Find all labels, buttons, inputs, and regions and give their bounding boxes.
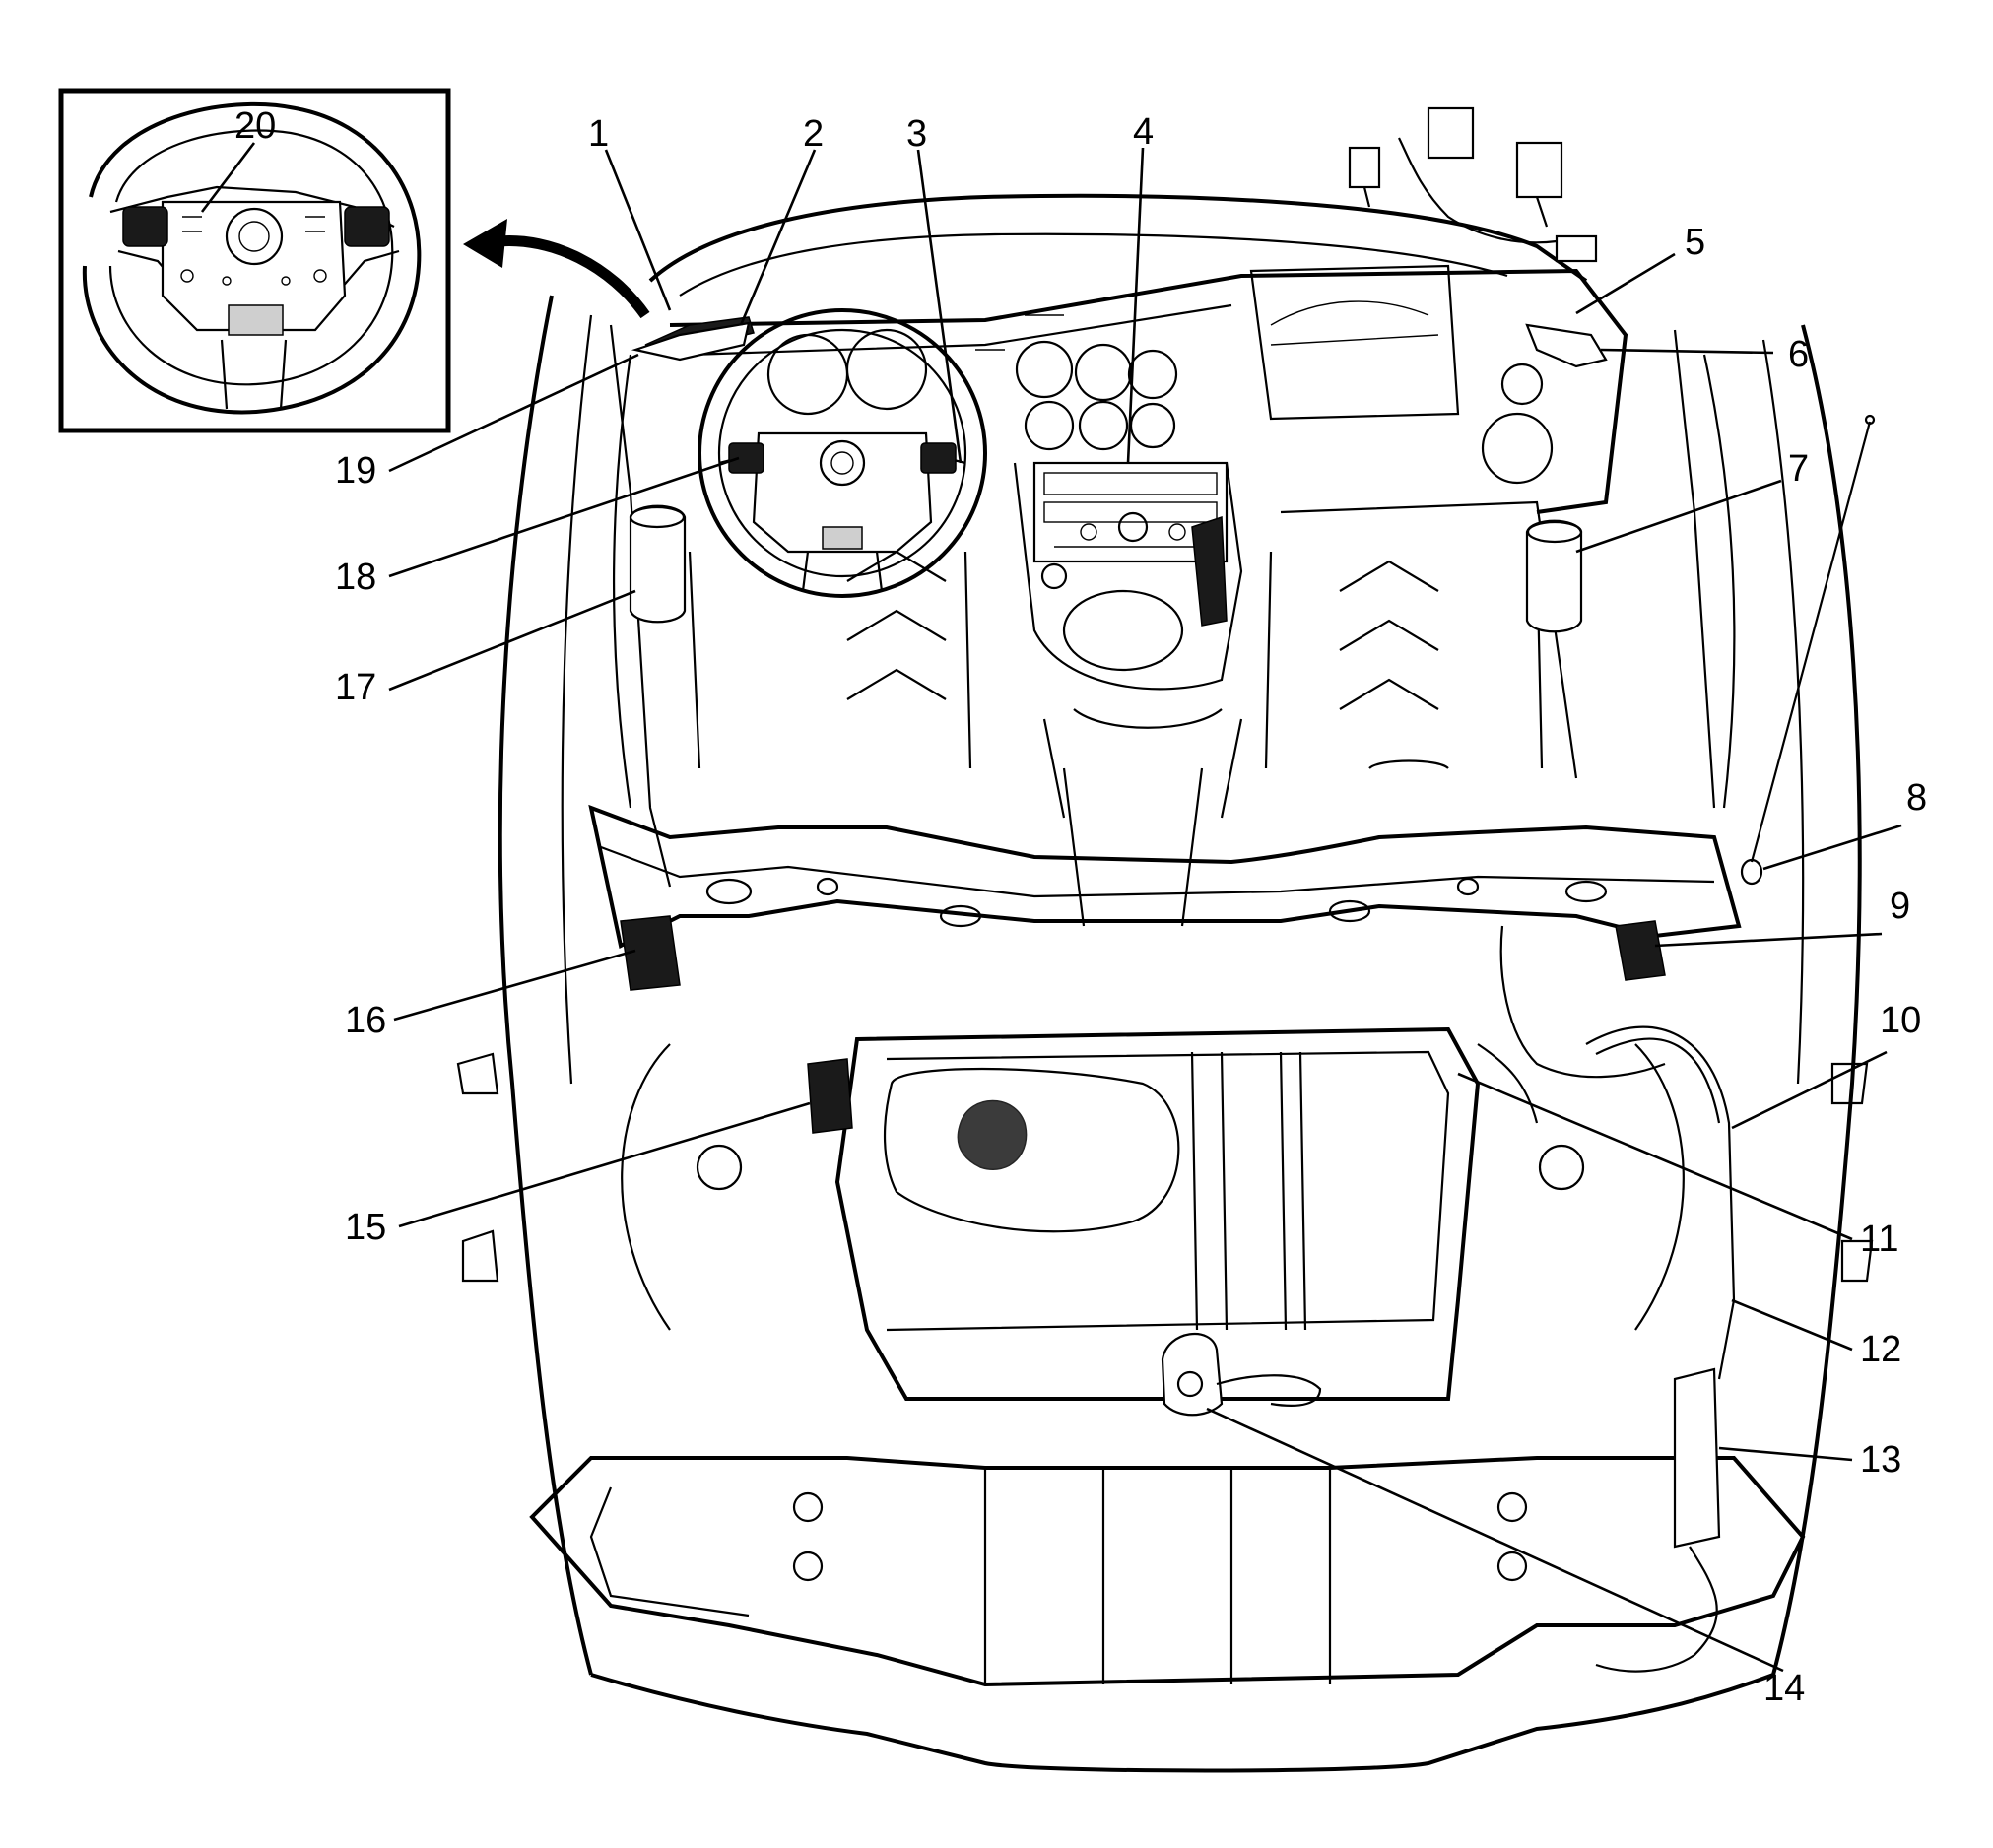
callout-4: 4 [1133, 111, 1154, 153]
callout-9: 9 [1890, 886, 1910, 927]
callout-1: 1 [588, 113, 609, 155]
callout-2: 2 [803, 113, 824, 155]
components [620, 106, 1876, 1673]
pointer-arrow [463, 219, 650, 319]
callout-10: 10 [1880, 1000, 1921, 1041]
vehicle-body-outline [498, 193, 1862, 1773]
instrument-panel [669, 264, 1628, 819]
callout-8: 8 [1906, 777, 1927, 819]
callout-3: 3 [906, 113, 927, 155]
callout-18: 18 [335, 557, 376, 598]
callout-20: 20 [234, 105, 276, 147]
floor-pan [688, 500, 1578, 927]
callout-labels: 1 2 3 4 5 6 7 8 9 10 11 12 13 14 15 16 1… [234, 105, 1927, 1709]
callout-7: 7 [1788, 448, 1809, 490]
cross-member [588, 804, 1742, 949]
callout-19: 19 [335, 450, 376, 492]
callout-14: 14 [1763, 1668, 1805, 1709]
callout-11: 11 [1860, 1219, 1898, 1260]
callout-17: 17 [335, 667, 376, 708]
callout-16: 16 [345, 1000, 386, 1041]
callout-12: 12 [1860, 1329, 1901, 1370]
callout-6: 6 [1788, 334, 1809, 375]
rear-cargo-area [456, 1026, 1874, 1687]
leader-lines [388, 147, 1902, 1673]
callout-13: 13 [1860, 1439, 1901, 1481]
callout-15: 15 [345, 1207, 386, 1248]
inset-steering-wheel-detail [58, 88, 451, 433]
callout-5: 5 [1685, 222, 1705, 263]
